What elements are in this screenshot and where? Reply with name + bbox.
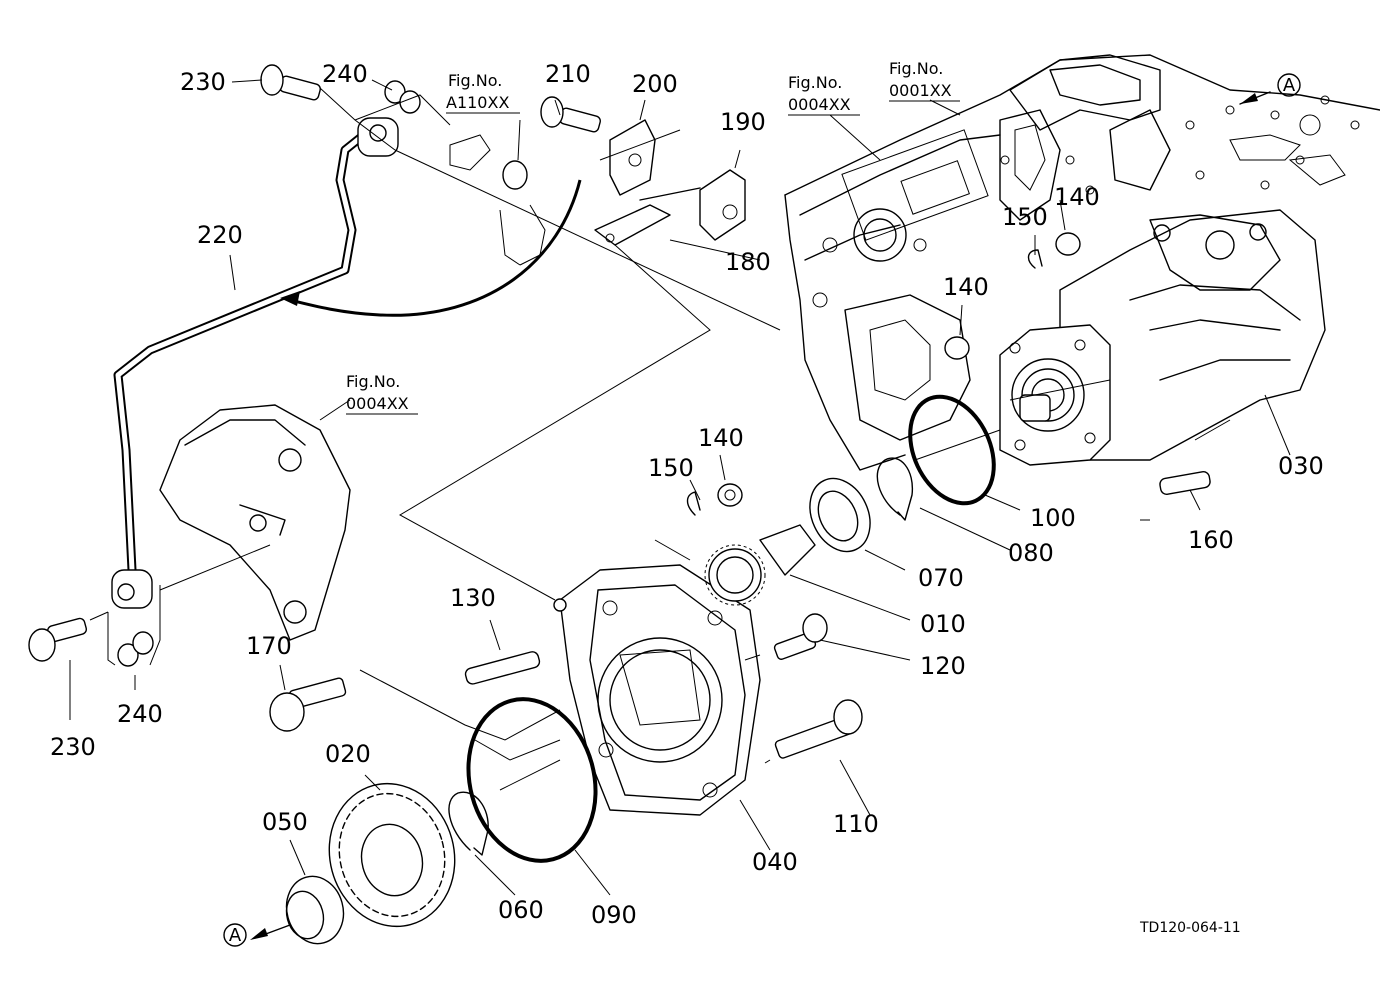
- bolt-170: [269, 677, 347, 732]
- pump-housing: [553, 564, 761, 816]
- idler-gear: [328, 782, 456, 928]
- label-150-upper: 150: [1002, 203, 1048, 231]
- label-020: 020: [325, 740, 371, 768]
- gear-cover: [159, 404, 351, 641]
- drawing-code: TD120-064-11: [1139, 920, 1241, 936]
- reference-arrow-a-top: A: [1239, 73, 1301, 105]
- bolt-120: [773, 613, 828, 660]
- bolt-110: [774, 699, 863, 759]
- label-210: 210: [545, 60, 591, 88]
- label-120: 120: [920, 652, 966, 680]
- washers-top: [384, 80, 421, 114]
- fig-ref-0004xx-left: Fig.No. 0004XX: [346, 372, 418, 415]
- engine-block-outline: [784, 54, 1380, 471]
- label-230-bottom: 230: [50, 733, 96, 761]
- label-040: 040: [752, 848, 798, 876]
- o-ring-090: [466, 697, 598, 863]
- bolt-210: [540, 96, 601, 133]
- label-050: 050: [262, 808, 308, 836]
- clamp-bracket: [594, 119, 746, 246]
- collar-and-washer-mid: [686, 483, 743, 516]
- washers-bottom: [117, 631, 154, 667]
- fig-ref-0001xx-title: Fig.No.: [889, 59, 943, 78]
- label-160: 160: [1188, 526, 1234, 554]
- label-230-top: 230: [180, 68, 226, 96]
- label-190: 190: [720, 108, 766, 136]
- label-140-mid: 140: [943, 273, 989, 301]
- label-070: 070: [918, 564, 964, 592]
- marker-a-bottom: A: [229, 925, 242, 946]
- fig-ref-0004xx-left-title: Fig.No.: [346, 372, 400, 391]
- label-170: 170: [246, 632, 292, 660]
- snap-ring-060: [448, 791, 489, 856]
- collar-and-washer-upper: [944, 232, 1081, 360]
- label-240-top: 240: [322, 60, 368, 88]
- oil-pipe: [111, 117, 399, 609]
- fig-ref-0004xx-top-title: Fig.No.: [788, 73, 842, 92]
- label-060: 060: [498, 896, 544, 924]
- label-130: 130: [450, 584, 496, 612]
- marker-a-top: A: [1283, 75, 1296, 96]
- label-010: 010: [920, 610, 966, 638]
- fig-ref-0004xx-left-code: 0004XX: [346, 394, 409, 413]
- part-number-labels: 230 240 210 200 190 180 220 140 150 140 …: [50, 60, 1324, 929]
- fig-ref-0004xx-top-code: 0004XX: [788, 95, 851, 114]
- label-110: 110: [833, 810, 879, 838]
- fig-ref-a110xx: Fig.No. A110XX: [446, 71, 520, 114]
- stud-130: [464, 651, 541, 685]
- snap-ring-080: [876, 457, 914, 521]
- pipe-clip: [449, 134, 546, 266]
- gear-shaft: [704, 524, 816, 606]
- hydraulic-pump: [999, 209, 1326, 466]
- fig-ref-0001xx: Fig.No. 0001XX: [889, 59, 960, 102]
- fig-ref-a110xx-code: A110XX: [446, 93, 509, 112]
- routing-arrow: [280, 179, 582, 317]
- fig-ref-0001xx-code: 0001XX: [889, 81, 952, 100]
- banjo-bolt-top: [260, 64, 321, 101]
- banjo-bolt-bottom: [28, 617, 87, 662]
- label-090: 090: [591, 901, 637, 929]
- label-150-lower: 150: [648, 454, 694, 482]
- label-080: 080: [1008, 539, 1054, 567]
- fig-ref-0004xx-top: Fig.No. 0004XX: [788, 73, 860, 116]
- leader-lines: [69, 79, 1291, 896]
- label-180: 180: [725, 248, 771, 276]
- label-220: 220: [197, 221, 243, 249]
- label-140-lower: 140: [698, 424, 744, 452]
- label-240-bottom: 240: [117, 700, 163, 728]
- label-100: 100: [1030, 504, 1076, 532]
- collar-050: [285, 875, 345, 945]
- stud-bolt: [1159, 471, 1211, 495]
- label-140-upper: 140: [1054, 183, 1100, 211]
- label-200: 200: [632, 70, 678, 98]
- bearing: [809, 477, 871, 553]
- label-030: 030: [1278, 452, 1324, 480]
- fig-ref-a110xx-title: Fig.No.: [448, 71, 502, 90]
- reference-arrow-a-bottom: A: [223, 923, 291, 947]
- o-ring-100: [908, 394, 996, 506]
